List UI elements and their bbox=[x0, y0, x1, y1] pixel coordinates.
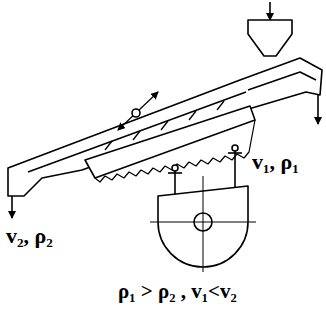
formula-label: ρ₁ > ρ₂ , v₁<v₂ bbox=[118, 280, 237, 303]
formula-label: v₂, ρ₂ bbox=[6, 224, 53, 248]
formula-label: v₁, ρ₁ bbox=[252, 150, 299, 174]
